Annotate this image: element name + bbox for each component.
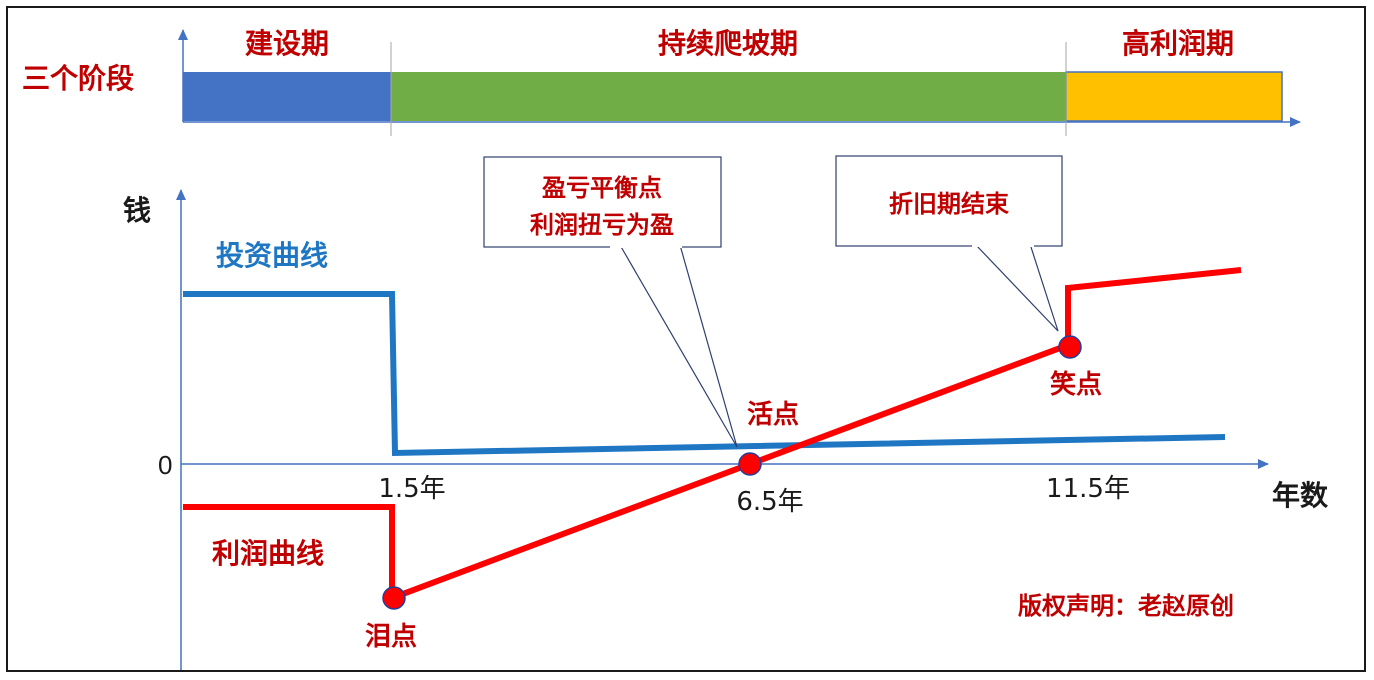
profit-curve-label: 利润曲线 — [212, 537, 324, 570]
callout-breakeven-line2: 利润扭亏为盈 — [530, 211, 674, 239]
stage-label-high-profit: 高利润期 — [1122, 27, 1234, 60]
live-point-marker — [738, 452, 762, 476]
callout-pointer-breakeven — [618, 244, 738, 448]
callout-joint-depreciation — [972, 242, 1034, 247]
stage-bar-high-profit — [1065, 71, 1283, 122]
tear-point-label: 泪点 — [365, 621, 417, 652]
copyright-notice: 版权声明：老赵原创 — [1018, 592, 1234, 620]
live-point-label: 活点 — [747, 399, 799, 430]
tear-point-marker — [382, 586, 406, 610]
callout-box-breakeven — [483, 156, 722, 248]
y-axis-label: 钱 — [123, 194, 151, 227]
smile-point-label: 笑点 — [1050, 369, 1102, 400]
profit-curve — [183, 267, 1242, 603]
callout-breakeven-line1: 盈亏平衡点 — [541, 174, 662, 202]
stage-label-construction: 建设期 — [245, 27, 329, 60]
investment-curve — [183, 291, 1226, 457]
stage-label-ramp-up: 持续爬坡期 — [658, 27, 798, 60]
investment-curve-label: 投资曲线 — [216, 239, 328, 272]
stages-row-label: 三个阶段 — [22, 62, 134, 95]
callout-box-depreciation — [835, 155, 1063, 247]
x-tick-1-5: 1.5年 — [378, 474, 445, 504]
x-tick-11-5: 11.5年 — [1046, 474, 1130, 504]
callout-joint-breakeven — [610, 243, 682, 248]
x-axis-label: 年数 — [1272, 479, 1329, 512]
diagram-frame — [6, 6, 1366, 672]
x-tick-6-5: 6.5年 — [736, 487, 803, 517]
stage-bar-ramp-up — [391, 72, 1066, 121]
stage-bar-construction — [183, 72, 391, 121]
smile-point-marker — [1058, 335, 1082, 359]
callout-depreciation-end: 折旧期结束 — [889, 190, 1010, 218]
callout-pointer-depreciation — [973, 243, 1059, 332]
zero-label: 0 — [158, 450, 172, 480]
